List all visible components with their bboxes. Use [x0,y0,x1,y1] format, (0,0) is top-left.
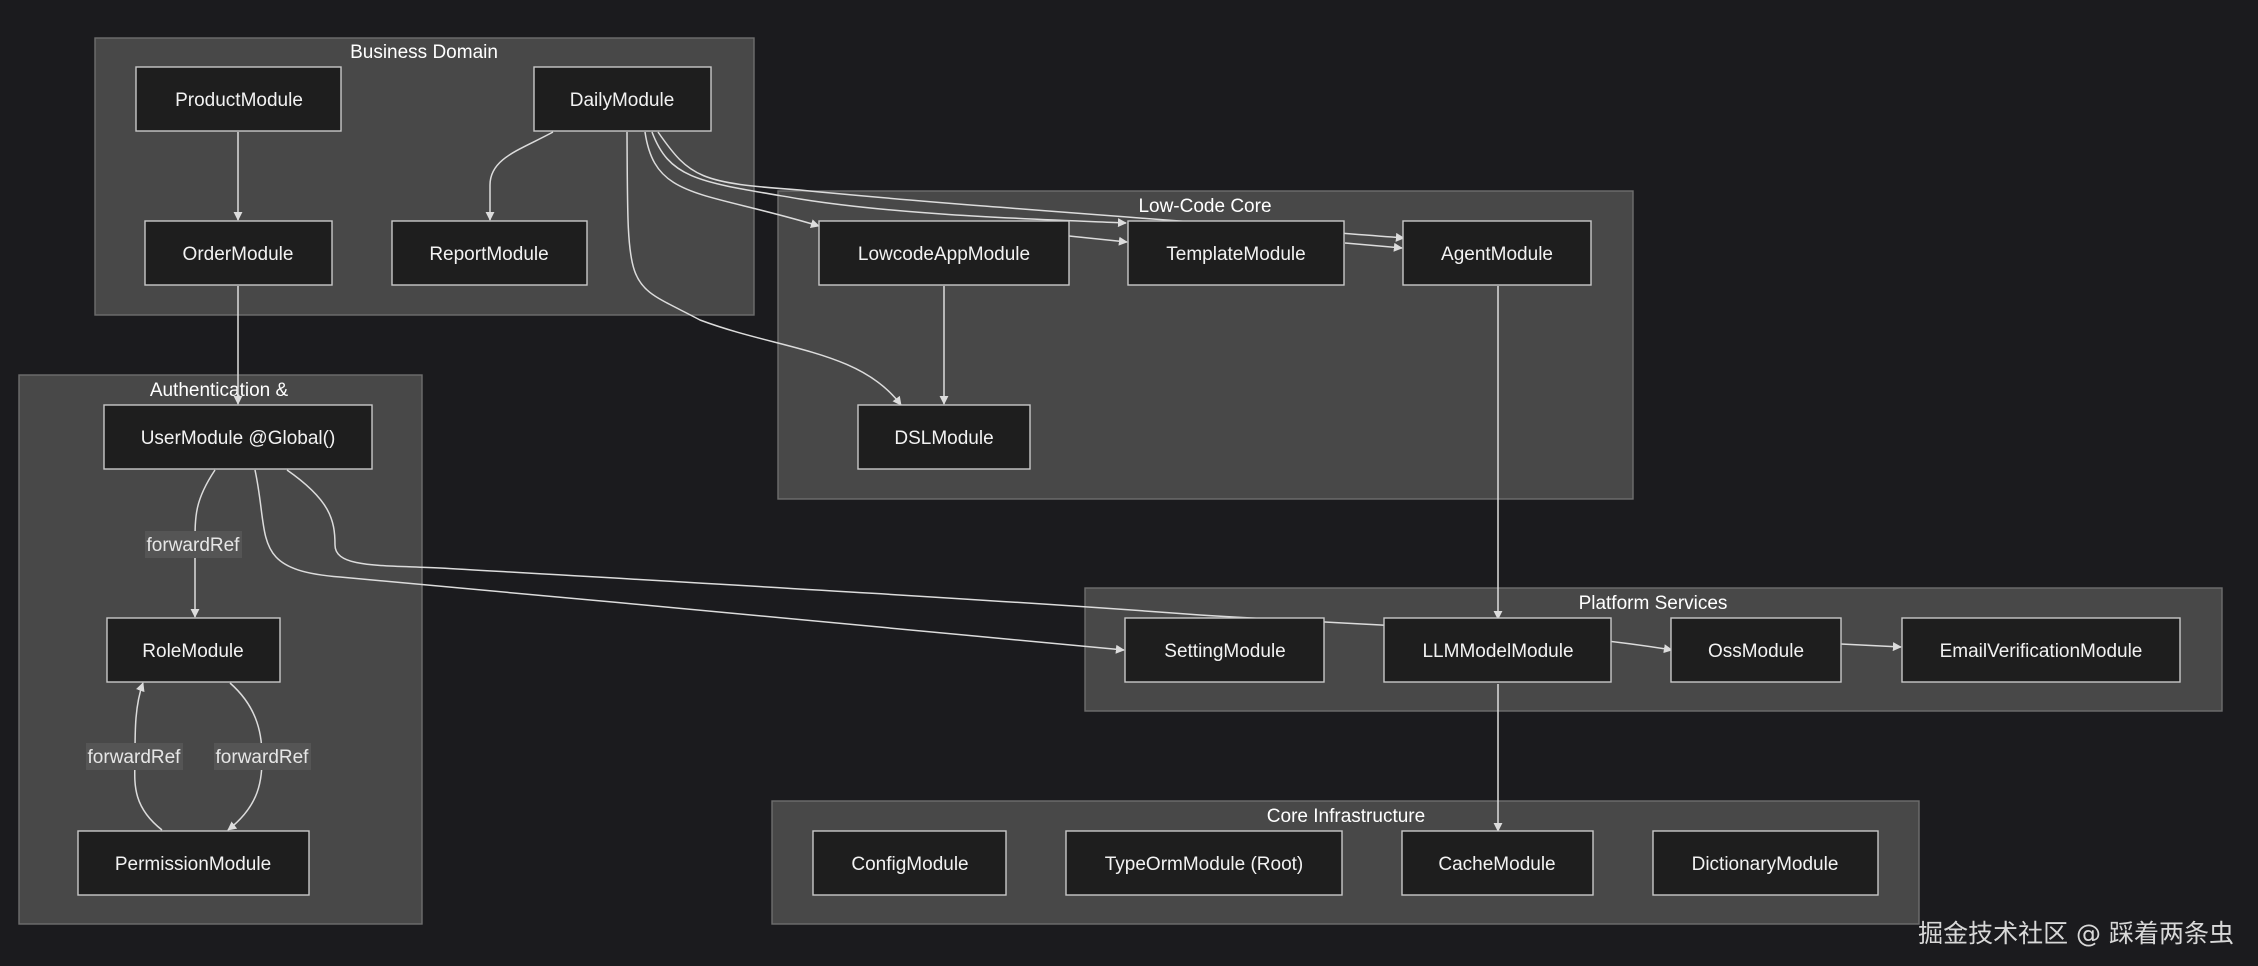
node-permission-module[interactable]: PermissionModule [77,830,310,896]
edge-daily-to-template [651,131,1127,228]
node-role-module[interactable]: RoleModule [106,617,281,683]
cluster-title-core-infrastructure: Core Infrastructure [1267,806,1425,827]
node-typeorm-module[interactable]: TypeOrmModule (Root) [1065,830,1343,896]
node-template-module[interactable]: TemplateModule [1127,220,1345,286]
cluster-title-platform-services: Platform Services [1579,593,1728,614]
edge-label-permission-role: forwardRef [86,743,183,770]
node-dictionary-module[interactable]: DictionaryModule [1652,830,1879,896]
svg-text:OrderModule: OrderModule [183,244,294,265]
edge-daily-to-dsl [626,131,902,406]
svg-text:ReportModule: ReportModule [429,244,548,265]
node-email-verification-module[interactable]: EmailVerificationModule [1901,617,2181,683]
svg-text:EmailVerificationModule: EmailVerificationModule [1940,641,2143,662]
svg-text:forwardRef: forwardRef [216,747,310,768]
edge-template-to-agent [1344,242,1403,252]
node-config-module[interactable]: ConfigModule [812,830,1007,896]
svg-text:OssModule: OssModule [1708,641,1804,662]
svg-text:ProductModule: ProductModule [175,90,303,111]
svg-text:forwardRef: forwardRef [147,535,241,556]
svg-text:SettingModule: SettingModule [1164,641,1285,662]
node-lowcodeapp-module[interactable]: LowcodeAppModule [818,220,1070,286]
node-oss-module[interactable]: OssModule [1670,617,1842,683]
watermark-text: 掘金技术社区 @ 踩着两条虫 [1918,919,2234,948]
cluster-title-low-code-core: Low-Code Core [1138,196,1271,217]
edge-lowcodeapp-to-template [1068,235,1128,246]
svg-text:DictionaryModule: DictionaryModule [1692,854,1839,875]
node-product-module[interactable]: ProductModule [135,66,342,132]
svg-text:DSLModule: DSLModule [894,428,993,449]
node-daily-module[interactable]: DailyModule [533,66,712,132]
node-dsl-module[interactable]: DSLModule [857,404,1031,470]
svg-text:AgentModule: AgentModule [1441,244,1553,265]
svg-text:TemplateModule: TemplateModule [1166,244,1305,265]
svg-text:LLMModelModule: LLMModelModule [1422,641,1573,662]
svg-text:ConfigModule: ConfigModule [851,854,968,875]
node-agent-module[interactable]: AgentModule [1402,220,1592,286]
svg-text:DailyModule: DailyModule [570,90,675,111]
svg-text:CacheModule: CacheModule [1438,854,1555,875]
node-cache-module[interactable]: CacheModule [1401,830,1594,896]
edge-label-user-role: forwardRef [145,531,242,558]
edge-user-to-setting [254,469,1125,654]
svg-text:RoleModule: RoleModule [142,641,243,662]
svg-text:LowcodeAppModule: LowcodeAppModule [858,244,1030,265]
cluster-title-authentication: Authentication & [150,380,289,401]
svg-text:UserModule @Global(): UserModule @Global() [141,428,336,449]
svg-text:TypeOrmModule (Root): TypeOrmModule (Root) [1105,854,1304,875]
node-user-module[interactable]: UserModule @Global() [103,404,373,470]
node-report-module[interactable]: ReportModule [391,220,588,286]
node-setting-module[interactable]: SettingModule [1124,617,1325,683]
cluster-title-business-domain: Business Domain [350,42,498,63]
edge-daily-to-report [485,131,554,221]
svg-text:forwardRef: forwardRef [88,747,182,768]
node-llm-model-module[interactable]: LLMModelModule [1383,617,1612,683]
svg-text:PermissionModule: PermissionModule [115,854,271,875]
edge-daily-to-lowcodeapp [644,131,820,228]
edge-oss-to-email [1840,642,1902,652]
edge-label-role-permission: forwardRef [214,743,311,770]
node-order-module[interactable]: OrderModule [144,220,333,286]
